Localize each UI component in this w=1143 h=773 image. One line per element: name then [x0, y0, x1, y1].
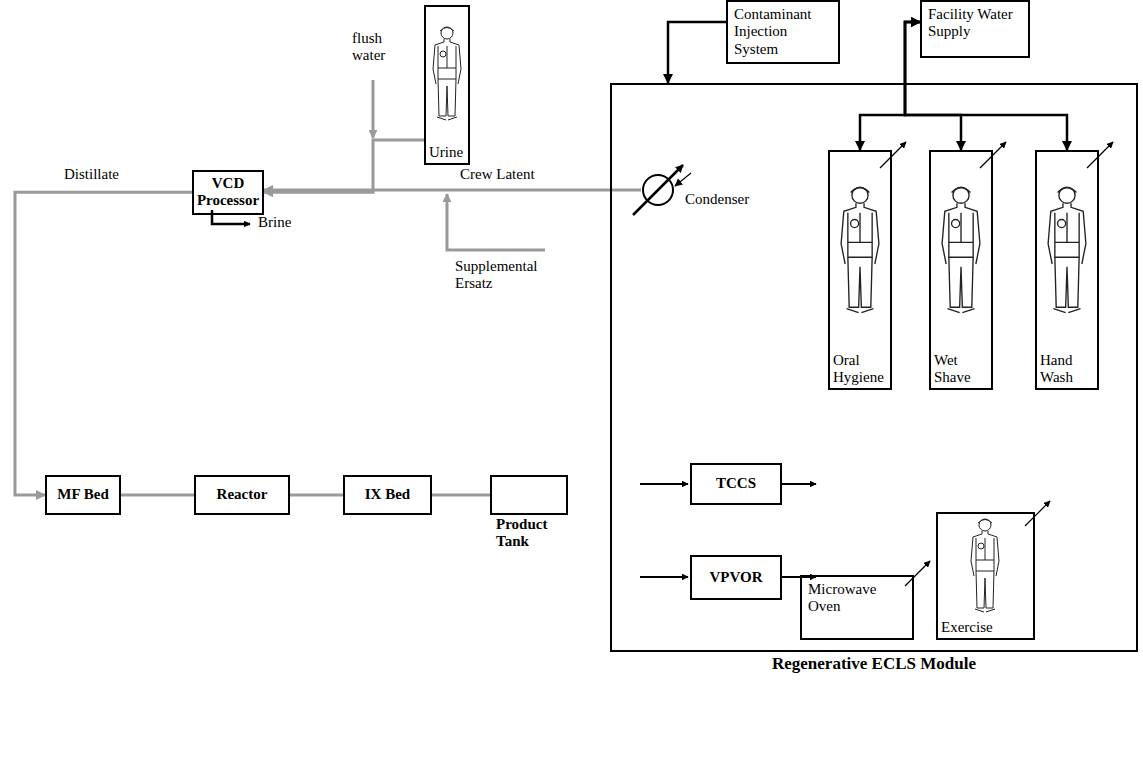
flow-connector [905, 22, 961, 150]
flow-connector [668, 22, 726, 83]
flow-label: Brine [258, 214, 291, 231]
box-label: TCCS [716, 475, 756, 492]
source-box: Contaminant Injection System [726, 0, 840, 64]
box-label: Condenser [685, 191, 749, 208]
flow-label: Supplemental Ersatz [455, 258, 555, 293]
box-label: Hand Wash [1040, 352, 1094, 387]
flow-connector [121, 494, 194, 497]
flow-connector [905, 22, 1067, 150]
box-label: VPVOR [709, 569, 762, 586]
box-label: Facility Water Supply [928, 6, 1022, 41]
crew-box: Exercise [936, 512, 1035, 640]
flow-connector [432, 494, 490, 497]
condenser-outline [641, 173, 675, 207]
load-box: Microwave Oven [800, 575, 914, 640]
process-box: IX Bed [343, 475, 432, 515]
flow-label: flush water [352, 30, 402, 65]
box-label: Exercise [941, 619, 1030, 636]
flow-connector [290, 494, 343, 497]
box-label: MF Bed [57, 486, 109, 503]
box-label: Reactor [217, 486, 268, 503]
source-box: Facility Water Supply [920, 0, 1030, 58]
process-box: VPVOR [690, 555, 782, 600]
box-label: Oral Hygiene [833, 352, 887, 387]
process-box: Reactor [194, 475, 290, 515]
box-label: Product Tank [496, 516, 570, 551]
box-label: Microwave Oven [808, 581, 906, 616]
heat-arrow [880, 142, 1113, 586]
process-box: TCCS [690, 463, 782, 505]
process-box: MF Bed [45, 475, 121, 515]
box-label: Contaminant Injection System [734, 6, 832, 58]
flow-line [212, 80, 816, 577]
box-label: Urine [429, 144, 465, 161]
box-label: VCD Processor [197, 175, 259, 210]
flow-label: Crew Latent [458, 166, 537, 183]
module-title: Regenerative ECLS Module [612, 654, 1136, 674]
crew-box: Oral Hygiene [828, 150, 892, 390]
condenser-symbol: Condenser [641, 173, 675, 207]
module-frame: Regenerative ECLS ModuleCondenserOral Hy… [610, 83, 1138, 652]
process-box: VCD Processor [192, 170, 264, 215]
flow-connector [15, 192, 192, 495]
flow-label: Distillate [62, 166, 121, 183]
crew-box: Urine [424, 5, 470, 165]
flow-connector [264, 140, 424, 192]
box-label: Wet Shave [934, 352, 988, 387]
box-label: IX Bed [365, 486, 410, 503]
flow-connector [860, 22, 920, 150]
crew-box: Hand Wash [1035, 150, 1099, 390]
tank-box: Product Tank [490, 475, 568, 515]
crew-box: Wet Shave [929, 150, 993, 390]
